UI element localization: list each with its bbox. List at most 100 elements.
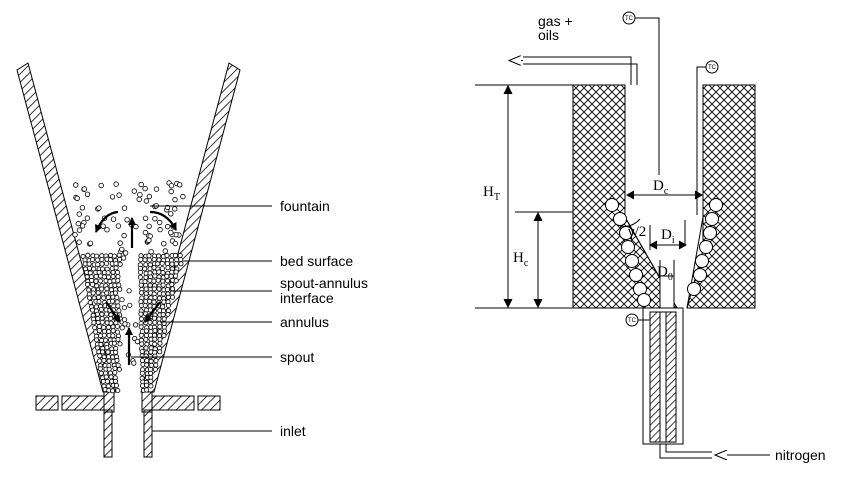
particle [160, 282, 166, 288]
particle [146, 237, 152, 243]
particle [138, 332, 144, 338]
particle [153, 186, 160, 192]
particle [161, 240, 167, 247]
sphere [605, 198, 619, 212]
sphere [709, 198, 723, 212]
particle [95, 262, 101, 268]
particle [137, 191, 143, 198]
particle [85, 252, 91, 258]
particle [144, 362, 150, 368]
particle [173, 273, 179, 279]
particle [144, 382, 150, 388]
particle [90, 281, 96, 287]
particle [159, 260, 165, 266]
base-plate [35, 391, 221, 413]
sphere [613, 212, 627, 226]
particle [72, 231, 78, 238]
particle [156, 286, 162, 292]
particle [117, 261, 123, 267]
particle [153, 362, 159, 368]
particle [86, 287, 92, 293]
particle [109, 298, 115, 304]
di-symbol: Di [661, 227, 675, 246]
particle [119, 246, 125, 253]
particle [155, 261, 161, 267]
particle [97, 358, 103, 364]
particle [137, 274, 143, 280]
particle [75, 220, 81, 227]
particle [148, 248, 154, 255]
particle [91, 320, 97, 326]
particle [148, 378, 154, 384]
particle [110, 294, 116, 300]
particle [121, 232, 127, 239]
particle [99, 319, 105, 325]
particle [101, 357, 107, 363]
particle [76, 227, 83, 233]
gas-outlet [509, 57, 638, 85]
particle [151, 286, 157, 292]
particle [142, 229, 149, 236]
particle [98, 307, 104, 313]
particle [110, 328, 116, 334]
particle [160, 270, 166, 276]
particle [116, 366, 122, 372]
particle [148, 383, 154, 389]
particle [138, 311, 144, 317]
particle [110, 269, 116, 275]
particle [156, 253, 162, 259]
particle [157, 324, 163, 330]
hc-symbol: Hc [513, 250, 529, 269]
particle [103, 370, 109, 376]
particle [159, 266, 165, 272]
particle [142, 185, 148, 192]
sphere [621, 240, 635, 254]
particle [146, 223, 152, 229]
particle [143, 294, 149, 300]
particle [79, 205, 86, 211]
sphere [699, 240, 713, 254]
particle [100, 223, 106, 229]
particle [115, 303, 121, 309]
nitrogen-label: nitrogen [775, 447, 826, 463]
particle [142, 266, 148, 272]
particle [157, 349, 163, 355]
particle [87, 265, 93, 271]
particle [169, 269, 175, 275]
particle [93, 273, 99, 279]
particle [98, 341, 104, 347]
particle [146, 253, 152, 259]
particle [95, 319, 101, 325]
particle [106, 354, 112, 360]
particle [76, 239, 82, 245]
particle [86, 261, 92, 267]
sphere [629, 268, 643, 282]
dc-symbol: Dc [653, 178, 669, 197]
particle [152, 341, 158, 347]
particle [152, 295, 158, 301]
interface-label: interface [280, 290, 334, 306]
particle [89, 277, 95, 283]
particle [161, 316, 167, 322]
particle [101, 295, 107, 301]
particle [121, 317, 128, 323]
particle [142, 279, 148, 285]
particle [115, 336, 121, 342]
annulus-label: annulus [280, 314, 329, 330]
particle [97, 366, 103, 372]
particle [143, 328, 149, 334]
thermocouple-wall [696, 60, 719, 215]
particle [165, 278, 171, 284]
particle [143, 286, 149, 292]
particle [142, 215, 149, 221]
particle [148, 370, 154, 376]
particle [110, 273, 116, 279]
particle [117, 240, 123, 246]
particle [87, 295, 93, 301]
particle [156, 269, 162, 275]
gas-inlet-tube [642, 275, 684, 445]
particle [177, 252, 183, 258]
particle [143, 274, 149, 280]
particle [131, 188, 137, 194]
